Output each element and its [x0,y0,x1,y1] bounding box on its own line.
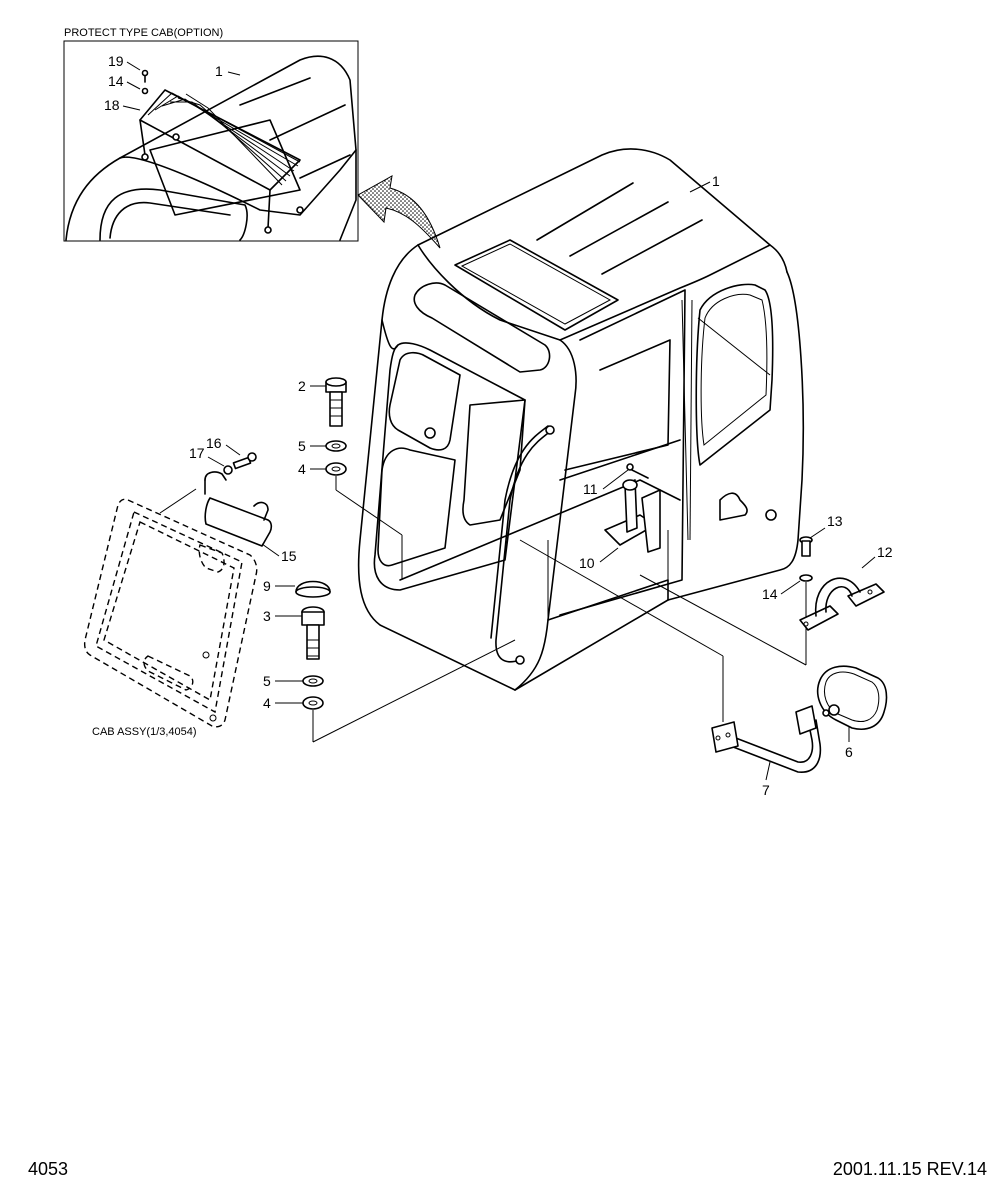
callout-inset-1: 1 [215,63,223,79]
callout-7: 7 [762,782,770,798]
callout-16: 16 [206,435,222,451]
callout-inset-14: 14 [108,73,124,89]
callout-4b: 4 [263,695,271,711]
inset-guard-grille [139,69,304,234]
callout-inset-19: 19 [108,53,124,69]
mirror-stay-7 [519,539,822,773]
callout-10: 10 [579,555,595,571]
callout-2: 2 [298,378,306,394]
handle-12 [799,577,885,631]
page-number: 4053 [28,1159,68,1179]
screw-16 [232,452,257,470]
callout-5b: 5 [263,673,271,689]
bolt-13 [799,536,813,557]
callout-14: 14 [762,586,778,602]
callout-11: 11 [583,481,598,497]
bolt-3 [301,606,325,660]
washer-14 [799,574,813,582]
callout-9: 9 [263,578,271,594]
sunvisor-15 [159,471,273,547]
washer-4a [325,462,347,476]
cab-window-assy [83,498,258,728]
inset-callouts: 1 19 14 18 [104,53,241,113]
date-revision: 2001.11.15 REV.14 [833,1159,987,1179]
callout-inset-18: 18 [104,97,120,113]
inset-cab-roof [65,55,357,241]
window-caption: CAB ASSY(1/3,4054) [92,726,197,738]
control-lever [604,463,661,553]
callout-3: 3 [263,608,271,624]
washer-5a [325,440,347,452]
washer-4b [302,696,324,710]
callouts: 1 2 5 4 16 17 15 9 3 5 4 11 10 13 12 14 … [189,173,893,798]
callout-5a: 5 [298,438,306,454]
cab-roof [417,148,788,273]
callout-1: 1 [712,173,720,189]
inset-frame [63,40,359,242]
washer-5b [302,675,324,687]
callout-13: 13 [827,513,843,529]
callout-17: 17 [189,445,205,461]
callout-15: 15 [281,548,297,564]
bolt-2 [325,377,347,427]
inset-caption: PROTECT TYPE CAB(OPTION) [64,27,223,39]
callout-6: 6 [845,744,853,760]
inset-panel: PROTECT TYPE CAB(OPTION) [63,27,441,249]
callout-12: 12 [877,544,893,560]
main-cab [357,148,805,691]
inset-arrow [357,175,441,249]
callout-4a: 4 [298,461,306,477]
washer-17 [223,465,233,475]
cap-9 [295,580,331,598]
mirror-6 [816,665,888,730]
